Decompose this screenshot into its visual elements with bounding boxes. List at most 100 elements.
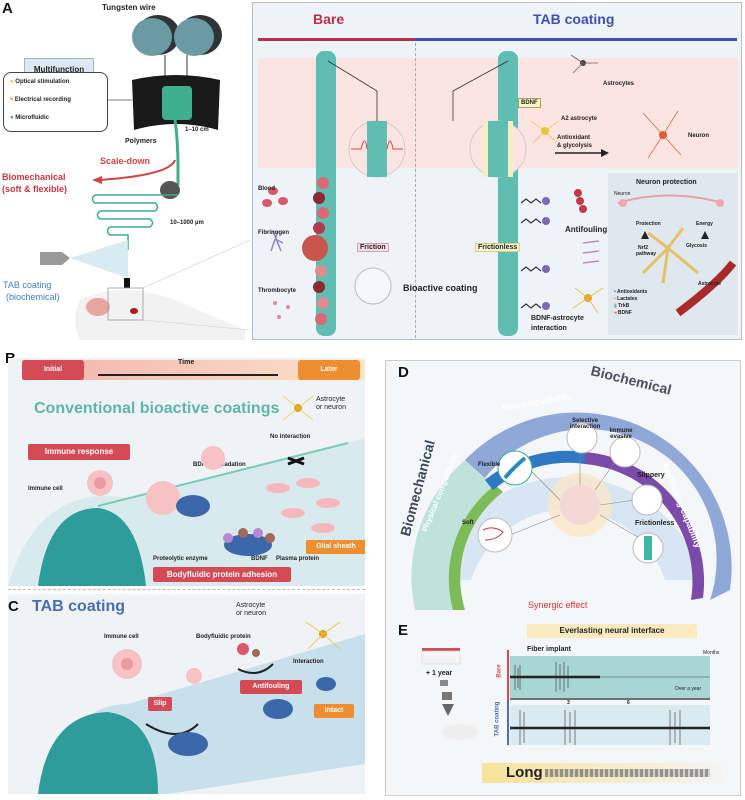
blood-cell-icon (262, 187, 288, 207)
lightning-icon: ϟ (10, 97, 14, 103)
a2-astrocyte-label: A2 astrocyte (561, 116, 598, 122)
over-a-year-label: Over a year (675, 686, 702, 692)
droplet-icon: ● (10, 115, 14, 121)
interaction-label: Interaction (293, 659, 324, 665)
immune-cell-label-b: Immune cell (28, 486, 63, 492)
multifunction-title: Multifunction (24, 58, 94, 74)
neuron-protection-box: Neuron protection Neuron Protection Ener… (608, 173, 738, 335)
tick-6: 6 (627, 700, 630, 706)
physical-compatibility-arc (448, 485, 503, 610)
biomechanical-arc (411, 460, 495, 610)
bare-vs-tab-panel: Bare TAB coating (252, 2, 742, 340)
spray-nozzle-icon (40, 252, 70, 265)
blurred-text-overlay (545, 769, 710, 777)
astrocyte-label-b2: or neuron (316, 404, 346, 411)
panel-a-letter: A (2, 0, 13, 17)
intact-label: Intact (314, 704, 354, 718)
probe-illustration (40, 15, 251, 340)
antifouling-arc (585, 452, 705, 600)
scale-down-arrow-icon (99, 159, 176, 181)
no-interaction-x-icon (287, 456, 305, 466)
polymer-brush-icon (520, 198, 542, 309)
legend-item: • Lactates (614, 296, 638, 302)
b-c-divider (8, 589, 365, 590)
legend-item: • Antioxidants (614, 289, 648, 295)
fiber-cross-section (38, 508, 146, 586)
biocompatibility-arc (485, 450, 585, 490)
tab-e-label: TAB coating (494, 701, 501, 737)
antifouling-label: Antifouling (565, 225, 608, 234)
fiber-implant-label: Fiber implant (527, 646, 571, 653)
long-label: Long (506, 764, 543, 781)
panel-b: Initial Later Time Conventional bioactiv… (8, 358, 365, 586)
astrocyte-label-b1: Astrocyte (316, 396, 346, 403)
capability-arc-diagram (411, 412, 732, 610)
recording-traces (510, 662, 710, 745)
np-nrf2-label: Nrf2 (638, 245, 649, 251)
adhesion-label: Bodyfluidic protein adhesion (153, 567, 291, 582)
fiber-cross-section (38, 712, 158, 794)
bioactive-coating-icon (354, 267, 392, 305)
panel-c-title: TAB coating (32, 598, 126, 615)
panel-e-letter: E (398, 622, 409, 639)
slippery-icon (631, 484, 663, 516)
bdnf-protein-icon (168, 732, 208, 756)
tab-bar (507, 700, 509, 745)
bare-vs-tab-illustration (262, 54, 682, 325)
bare-divider (258, 38, 415, 41)
tick-3: 3 (567, 700, 570, 706)
slip-arrow-icon (145, 723, 199, 735)
plasma-protein-label: Plasma protein (276, 556, 320, 562)
thrombocyte-label: Thrombocyte (258, 288, 297, 294)
mouse-e-icon (442, 724, 478, 740)
biomechanical-label: Biomechanical (2, 172, 66, 182)
antifouled-protein-icon (574, 189, 587, 213)
multifunction-item: ● Optical stimulation (10, 79, 70, 85)
biomechanical-sub-label: (soft & flexible) (2, 184, 68, 194)
np-energy-label: Energy (696, 221, 713, 227)
bare-fiber (316, 51, 336, 336)
blood-label: Blood (258, 186, 275, 192)
panel-c-letter: C (8, 598, 19, 615)
astrocyte-label-c1: Astrocyte (236, 602, 266, 609)
feature-frictionless: Frictionless (635, 520, 675, 527)
fibrinogen-icon (270, 230, 284, 252)
legend-item: ▮ TrkB (614, 303, 630, 309)
bodyfluidic-protein-icon (237, 643, 249, 655)
tab-divider (415, 38, 737, 41)
bdnf-label-b: BDNF (251, 556, 268, 562)
tab-recording-area (510, 705, 710, 745)
section-divider (415, 43, 416, 338)
astrocytes-label: Astrocytes (603, 81, 635, 87)
glycolysis-label: & glycolysis (557, 143, 593, 149)
bare-e-label: Bare (496, 664, 503, 678)
bdnf-label: BDNF (518, 98, 541, 108)
polymer-block (162, 86, 192, 120)
feature-soft: Soft (462, 520, 474, 526)
immune-response-label: Immune response (28, 444, 130, 460)
bodyfluidic-protein-label: Bodyfluidic protein (196, 634, 251, 640)
thrombocyte-icon (273, 301, 290, 319)
mouse-icon (75, 290, 245, 340)
glial-cells-icon (266, 478, 340, 533)
multifunction-box: ● Optical stimulation ϟ Electrical recor… (3, 72, 108, 132)
np-astrocyte-label: Astrocyte (698, 281, 722, 287)
size-large-label: 1–10 cm (185, 127, 209, 133)
frictionless-label: Frictionless (475, 243, 521, 252)
panel-c: C TAB coating Astrocyte or neuron Immune… (8, 594, 365, 794)
blood-vessel-icon (675, 260, 737, 317)
legend-item: ◂ BDNF (614, 310, 632, 316)
no-interaction-label: No interaction (270, 434, 311, 440)
fibrinogen-repelled-icon (582, 240, 600, 264)
mouse-timeline-illustration (421, 648, 478, 740)
bioactive-coating-label: Bioactive coating (403, 283, 478, 293)
later-label: Later (298, 360, 360, 380)
tungsten-wire-label: Tungsten wire (102, 3, 156, 12)
blood-clot-icon (302, 177, 329, 325)
tab-title: TAB coating (533, 11, 615, 27)
scale-down-label: Scale-down (100, 156, 151, 166)
fibrinogen-label: Fibrinogen (258, 230, 289, 236)
cage-icon (421, 650, 461, 665)
bdnf-interaction-label-2: interaction (531, 325, 567, 332)
np-legend: • Antioxidants • Lactates ▮ TrkB ◂ BDNF (614, 289, 647, 317)
